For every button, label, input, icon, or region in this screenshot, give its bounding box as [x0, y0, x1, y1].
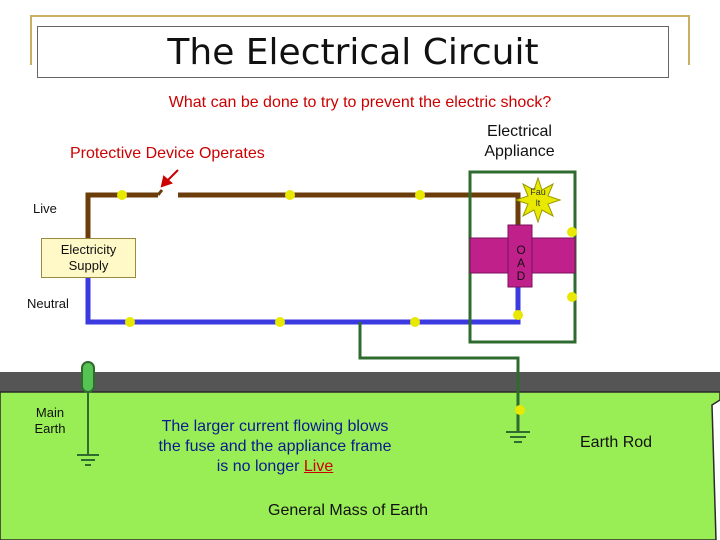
load-letter: D	[516, 269, 526, 283]
live-wire-left	[85, 192, 158, 255]
node-dot	[415, 190, 425, 200]
node-dot	[567, 292, 577, 302]
node-dot	[513, 310, 523, 320]
node-dot	[567, 227, 577, 237]
arrow-icon	[160, 169, 179, 188]
fuse-stub	[156, 189, 164, 196]
fault-label: Fau lt	[527, 187, 549, 209]
main-earth-label-line: Earth	[34, 421, 66, 436]
load-label: O A D	[511, 244, 531, 283]
ground-mass	[0, 391, 720, 540]
fault-label-line: Fau	[530, 187, 546, 197]
supply-label-line: Supply	[68, 258, 109, 273]
title-box: The Electrical Circuit	[37, 26, 669, 78]
explanation-line: The larger current flowing blows	[161, 418, 389, 435]
node-dot	[285, 190, 295, 200]
earth-wire-main	[358, 322, 520, 432]
main-earth-electrode	[81, 361, 95, 393]
load-letter: A	[516, 256, 525, 270]
live-wire-right	[178, 192, 521, 225]
electricity-supply-box: Electricity Supply	[41, 238, 136, 278]
frame-top-line	[30, 15, 690, 17]
fault-star-icon	[514, 176, 562, 224]
main-earth-label: Main Earth	[30, 405, 70, 437]
neutral-wire	[85, 275, 521, 325]
frame-left-line	[30, 15, 32, 65]
explanation-line: is no longer Live	[125, 457, 425, 477]
live-label: Live	[33, 201, 57, 216]
explanation-live-word: Live	[303, 458, 334, 475]
frame-right-line	[688, 15, 690, 65]
neutral-label: Neutral	[27, 296, 69, 311]
node-dot	[275, 317, 285, 327]
node-dots	[117, 190, 577, 415]
ground-strip	[0, 372, 720, 392]
appliance-label: Electrical Appliance	[462, 122, 577, 162]
protective-device-label: Protective Device Operates	[70, 145, 265, 162]
page-title: The Electrical Circuit	[167, 31, 539, 73]
appliance-label-line: Appliance	[484, 143, 555, 160]
explanation-text: The larger current flowing blows the fus…	[125, 417, 425, 477]
main-earth-label-line: Main	[35, 405, 65, 420]
load-block	[507, 224, 533, 288]
earth-rod-label: Earth Rod	[580, 434, 653, 451]
earth-rod-symbol	[506, 431, 530, 443]
node-dot	[410, 317, 420, 327]
supply-label-line: Electricity	[60, 242, 117, 257]
node-dot	[515, 405, 525, 415]
explanation-prefix: is no longer	[216, 458, 304, 475]
load-letter: O	[516, 243, 526, 257]
explanation-line: the fuse and the appliance frame	[158, 438, 392, 455]
node-dot	[117, 190, 127, 200]
appliance-label-line: Electrical	[487, 123, 552, 140]
general-mass-label: General Mass of Earth	[268, 502, 429, 519]
question-text: What can be done to try to prevent the e…	[168, 94, 552, 111]
fault-label-line: lt	[535, 198, 541, 208]
node-dot	[125, 317, 135, 327]
main-earth-symbol	[77, 454, 99, 466]
